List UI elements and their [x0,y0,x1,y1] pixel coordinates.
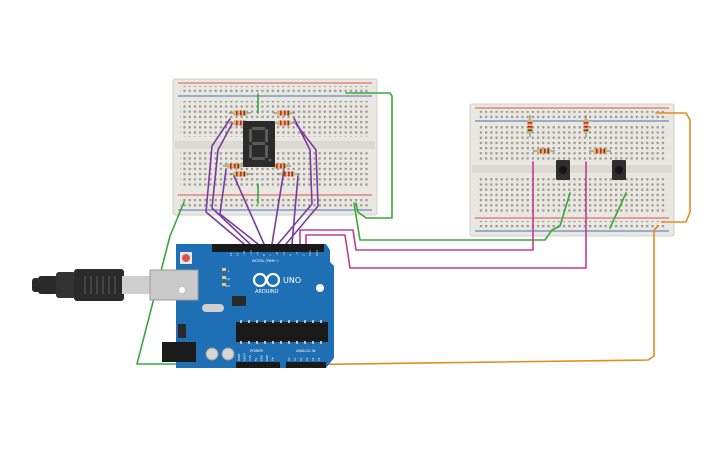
small-chip [178,324,186,338]
wire-magenta[interactable] [299,161,534,251]
wire-green[interactable] [609,192,627,229]
resistor[interactable] [533,148,555,154]
digital-header [212,244,324,252]
pin-label: ~11 [242,250,246,256]
wire-purple[interactable] [211,123,251,245]
pin-label: RESET [243,352,247,361]
pin-label: 7 [269,254,273,256]
segments [249,127,272,162]
wire-green[interactable] [345,92,393,219]
seven-segment-display[interactable] [243,121,275,167]
pin-label: GND [259,355,263,361]
wire-green[interactable] [353,192,571,241]
pin-label: A3 [305,357,309,361]
brand-label: ARDUINO [255,289,279,295]
wire-purple[interactable] [219,169,259,245]
wire-magenta[interactable] [305,161,587,269]
pushbutton-right[interactable] [612,160,626,180]
l-label: L [228,269,230,273]
wire-orange[interactable] [655,112,691,223]
resistor[interactable] [589,148,611,154]
power-header [236,362,280,368]
pin-label: ~10 [249,250,253,256]
tx-led [222,276,226,279]
wire-purple[interactable] [233,175,265,245]
pin-label: RX 0 [315,250,319,256]
wire-purple[interactable] [285,123,319,245]
pin-label: A1 [293,357,297,361]
pin-label: A2 [299,357,303,361]
resistor[interactable] [527,115,533,137]
pushbutton-left[interactable] [556,160,570,180]
reset-icon [182,254,190,262]
pin-label: A4 [311,357,315,361]
resistor[interactable] [583,115,589,137]
resistor[interactable] [229,110,251,116]
resistor[interactable] [223,163,245,169]
tx-label: TX [225,277,230,281]
pin-label: 12 [236,252,240,256]
breadboard-right[interactable] [469,103,675,237]
pin-label: ~5 [282,252,286,256]
usb-port [149,269,199,301]
l-led [222,268,226,271]
pin-label: GND [265,355,269,361]
pin-label: 13 [229,252,233,256]
power-jack [162,342,196,362]
pin-label: ~3 [295,252,299,256]
arduino-logo-icon [252,272,281,288]
wire-purple[interactable] [277,117,313,245]
pin-label: ~6 [275,252,279,256]
resistor[interactable] [273,120,295,126]
wire-group-purple [205,117,319,245]
resistor-group-right [527,115,611,154]
pin-label: 5V [254,357,258,361]
wire-purple[interactable] [205,118,245,245]
analog-header [286,362,326,368]
crystal [202,304,224,312]
model-label: UNO [283,276,301,285]
pin-label: 8 [262,254,266,256]
resistor[interactable] [273,110,295,116]
capacitor [205,347,219,361]
pin-label: TX 1 [308,250,312,256]
resistor[interactable] [229,171,251,177]
rx-label: RX [226,284,230,288]
mounting-hole [316,284,324,292]
power-label: POWER [250,349,264,353]
pin-label: 3.3V [248,355,252,361]
wire-orange[interactable] [275,225,659,366]
resistor-group-left [223,110,299,177]
arduino-uno-board[interactable]: ARDUINO UNO DIGITAL (PWM~) TX RX L POWER… [149,244,334,368]
rx-led [222,283,226,286]
pin-label: ~9 [255,252,259,256]
digital-label: DIGITAL (PWM~) [252,259,278,263]
atmega-chip [236,322,328,342]
wire-purple[interactable] [271,169,285,245]
pin-label: 4 [288,254,292,256]
analog-label: ANALOG IN [296,349,316,353]
pin-label: A5 [317,357,321,361]
wire-purple[interactable] [291,175,299,245]
pin-label: IOREF [237,353,241,361]
mounting-hole [179,287,185,293]
small-chip [232,296,246,306]
pin-label: Vin [271,357,275,361]
pin-label: 2 [302,254,306,256]
resistor[interactable] [277,171,299,177]
pin-label: A0 [287,357,291,361]
capacitor [221,347,235,361]
